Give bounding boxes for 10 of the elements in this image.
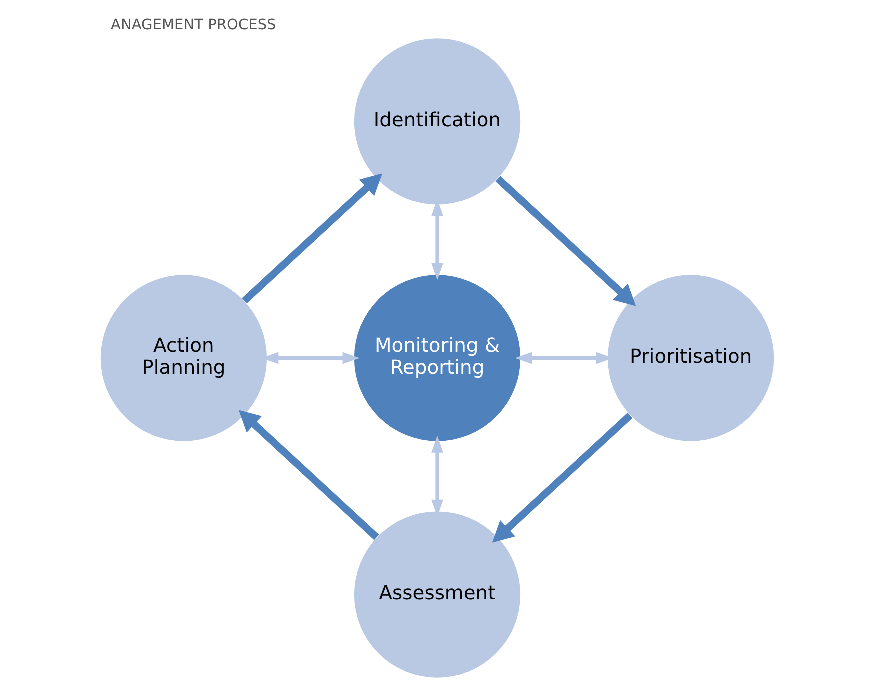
node-circle: Monitoring & Reporting	[354, 275, 520, 442]
arrow	[492, 412, 632, 543]
arrow	[242, 174, 382, 304]
diagram-title: ANAGEMENT PROCESS	[110, 16, 276, 34]
node-circle: Assessment	[354, 512, 520, 678]
node-circle: Identification	[354, 38, 520, 205]
arrow	[495, 176, 636, 306]
node-circle: Prioritisation	[607, 275, 774, 442]
arrow	[238, 410, 379, 540]
node-circle: Action Planning	[100, 275, 267, 442]
